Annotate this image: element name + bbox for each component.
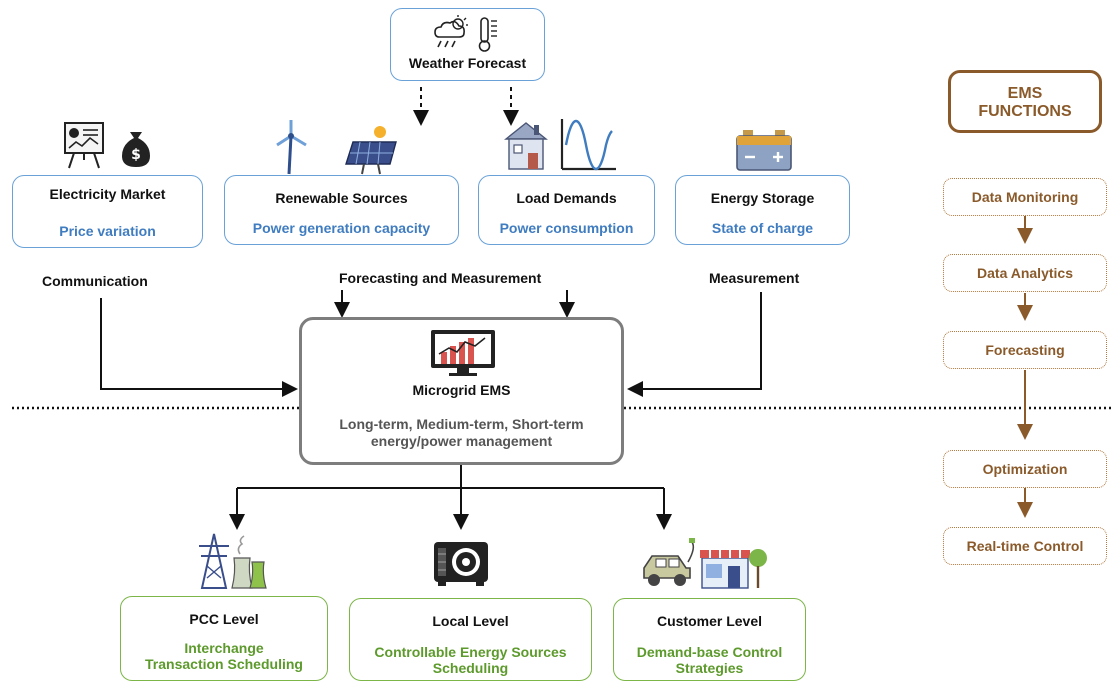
local-level-line2: Scheduling [432,660,509,676]
renewable-icons [276,120,397,175]
market-icons: $ [64,122,150,169]
wind-turbine-icon [276,120,307,175]
load-icons [504,119,616,171]
function-forecasting: Forecasting [943,331,1107,369]
renewable-sources-title: Renewable Sources [275,190,408,206]
forecasting-label: Forecasting and Measurement [339,270,542,286]
money-bag-icon: $ [122,132,150,167]
energy-storage-title: Energy Storage [710,190,815,206]
function-label: Data Monitoring [971,189,1079,205]
weather-forecast-label: Weather Forecast [408,55,527,71]
customer-icons [643,538,767,589]
function-label: Data Analytics [977,265,1073,281]
measurement-label: Measurement [709,270,800,286]
ems-description-line2: energy/power management [370,433,553,449]
electricity-market-title: Electricity Market [49,186,166,202]
local-level-line1: Controllable Energy Sources [374,644,567,660]
function-optimization: Optimization [943,450,1107,488]
renewable-sources-box: Renewable Sources Power generation capac… [224,175,459,245]
customer-level-title: Customer Level [656,613,763,629]
battery-icon [736,130,792,171]
house-icon [504,122,548,170]
cooling-tower-icon [231,535,267,589]
pcc-level-title: PCC Level [189,611,259,627]
measurement-arrow [627,292,762,397]
monitor-chart-icon [431,330,495,376]
wave-graph-icon [560,119,616,171]
customer-level-line1: Demand-base Control [636,644,783,660]
customer-level-line2: Strategies [675,660,744,676]
energy-storage-subtitle: State of charge [711,220,814,236]
function-label: Real-time Control [966,538,1084,554]
renewable-sources-subtitle: Power generation capacity [252,220,431,236]
solar-panel-icon [345,126,397,175]
electricity-market-box: Electricity Market Price variation [12,175,203,248]
ems-functions-line2: FUNCTIONS [978,103,1072,120]
pcc-level-line1: Interchange [184,640,264,656]
load-demands-subtitle: Power consumption [499,220,634,236]
local-level-title: Local Level [432,613,509,629]
function-data-analytics: Data Analytics [943,254,1107,292]
local-level-box: Local Level Controllable Energy Sources … [349,598,592,681]
function-label: Forecasting [985,342,1065,358]
ems-functions-line1: EMS [1007,85,1043,102]
ems-description-line1: Long-term, Medium-term, Short-term [339,416,584,432]
function-data-monitoring: Data Monitoring [943,178,1107,216]
weather-icon [434,15,497,52]
pcc-icons [199,533,267,589]
pcc-level-box: PCC Level Interchange Transaction Schedu… [120,596,328,681]
pcc-level-line2: Transaction Scheduling [145,656,303,672]
energy-storage-box: Energy Storage State of charge [675,175,850,245]
function-label: Optimization [982,461,1068,477]
weather-forecast-box: Weather Forecast [390,8,545,81]
communication-label: Communication [42,273,148,289]
electricity-market-subtitle: Price variation [59,223,156,239]
svg-text:$: $ [131,147,141,163]
microgrid-ems-title: Microgrid EMS [412,382,511,398]
load-demands-box: Load Demands Power consumption [478,175,655,245]
function-real-time-control: Real-time Control [943,527,1107,565]
load-demands-title: Load Demands [516,190,617,206]
power-tower-icon [199,533,229,589]
electric-car-icon [643,538,695,586]
store-icon [700,549,767,589]
generator-icon [434,542,488,586]
presentation-board-icon [64,122,104,169]
customer-level-box: Customer Level Demand-base Control Strat… [613,598,806,681]
communication-arrow [100,298,298,397]
ems-functions-header: EMS FUNCTIONS [948,70,1102,133]
microgrid-ems-box: Microgrid EMS Long-term, Medium-term, Sh… [299,317,624,465]
